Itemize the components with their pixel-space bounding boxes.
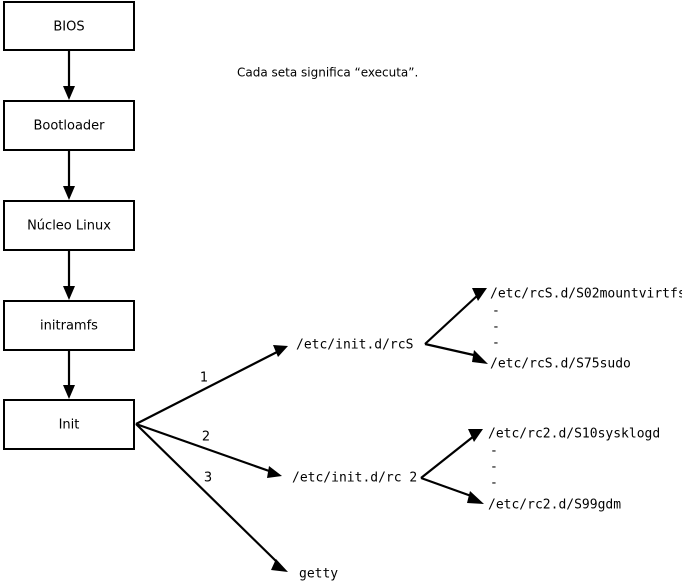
node-bios-rect: [3, 1, 135, 51]
rcs-script-ellipsis-dash: -: [492, 304, 500, 319]
node-bootloader-label: Bootloader: [33, 119, 105, 134]
node-bios-label: BIOS: [53, 20, 84, 35]
rc2-script-ellipsis-dash: -: [490, 460, 498, 475]
rc2-script-ellipsis-dash: -: [490, 476, 498, 491]
arrowhead-icon: [271, 559, 288, 572]
rcs-script-last: /etc/rcS.d/S75sudo: [490, 357, 631, 372]
rc2-script-first: /etc/rc2.d/S10sysklogd: [488, 427, 660, 442]
rcs-script-first: /etc/rcS.d/S02mountvirtfs: [490, 287, 682, 302]
branch-number-3: 3: [204, 471, 212, 486]
arrow-kernel-to-initramfs: [63, 250, 75, 300]
arrow-rc2-to-first-script: [420, 429, 483, 479]
node-kernel-label: Núcleo Linux: [27, 219, 111, 234]
label-init-d-rc2: /etc/init.d/rc 2: [292, 471, 417, 486]
arrow-rcS-to-last-script: [424, 342, 488, 364]
arrowhead-icon: [472, 288, 487, 301]
arrowhead-icon: [472, 350, 488, 364]
arrow-initramfs-to-init: [63, 350, 75, 399]
branch-number-1: 1: [200, 371, 208, 386]
diagram-caption: Cada seta significa “executa”.: [237, 66, 418, 80]
rc2-script-last: /etc/rc2.d/S99gdm: [488, 498, 621, 513]
node-init-label: Init: [59, 418, 80, 433]
arrowhead-icon: [63, 385, 75, 399]
label-init-d-rcS: /etc/init.d/rcS: [296, 338, 413, 353]
node-kernel: Núcleo Linux: [3, 200, 135, 251]
arrowhead-icon: [63, 86, 75, 100]
arrow-init-branch-1: [135, 345, 288, 425]
node-bootloader: Bootloader: [3, 100, 135, 151]
node-init-rect: [3, 399, 135, 450]
node-initramfs-label: initramfs: [40, 319, 98, 334]
arrow-rc2-to-last-script: [420, 476, 484, 504]
label-getty: getty: [299, 567, 338, 582]
arrowhead-icon: [267, 466, 282, 478]
arrow-rcS-to-first-script: [424, 288, 487, 345]
node-bootloader-rect: [3, 100, 135, 151]
rcs-script-ellipsis-dash: -: [492, 336, 500, 351]
branch-number-2: 2: [202, 430, 210, 445]
arrowhead-icon: [273, 345, 288, 357]
rcs-script-ellipsis-dash: -: [492, 320, 500, 335]
arrow-bootloader-to-kernel: [63, 150, 75, 200]
arrowhead-icon: [63, 186, 75, 200]
arrowhead-icon: [467, 491, 484, 504]
node-bios: BIOS: [3, 1, 135, 51]
arrowhead-icon: [63, 286, 75, 300]
node-initramfs-rect: [3, 300, 135, 351]
arrowhead-icon: [468, 429, 483, 442]
arrow-bios-to-bootloader: [63, 50, 75, 100]
arrow-init-branch-2: [135, 422, 282, 478]
rc2-script-ellipsis-dash: -: [490, 444, 498, 459]
arrow-init-branch-3: [135, 423, 288, 572]
node-initramfs: initramfs: [3, 300, 135, 351]
node-init: Init: [3, 399, 135, 450]
